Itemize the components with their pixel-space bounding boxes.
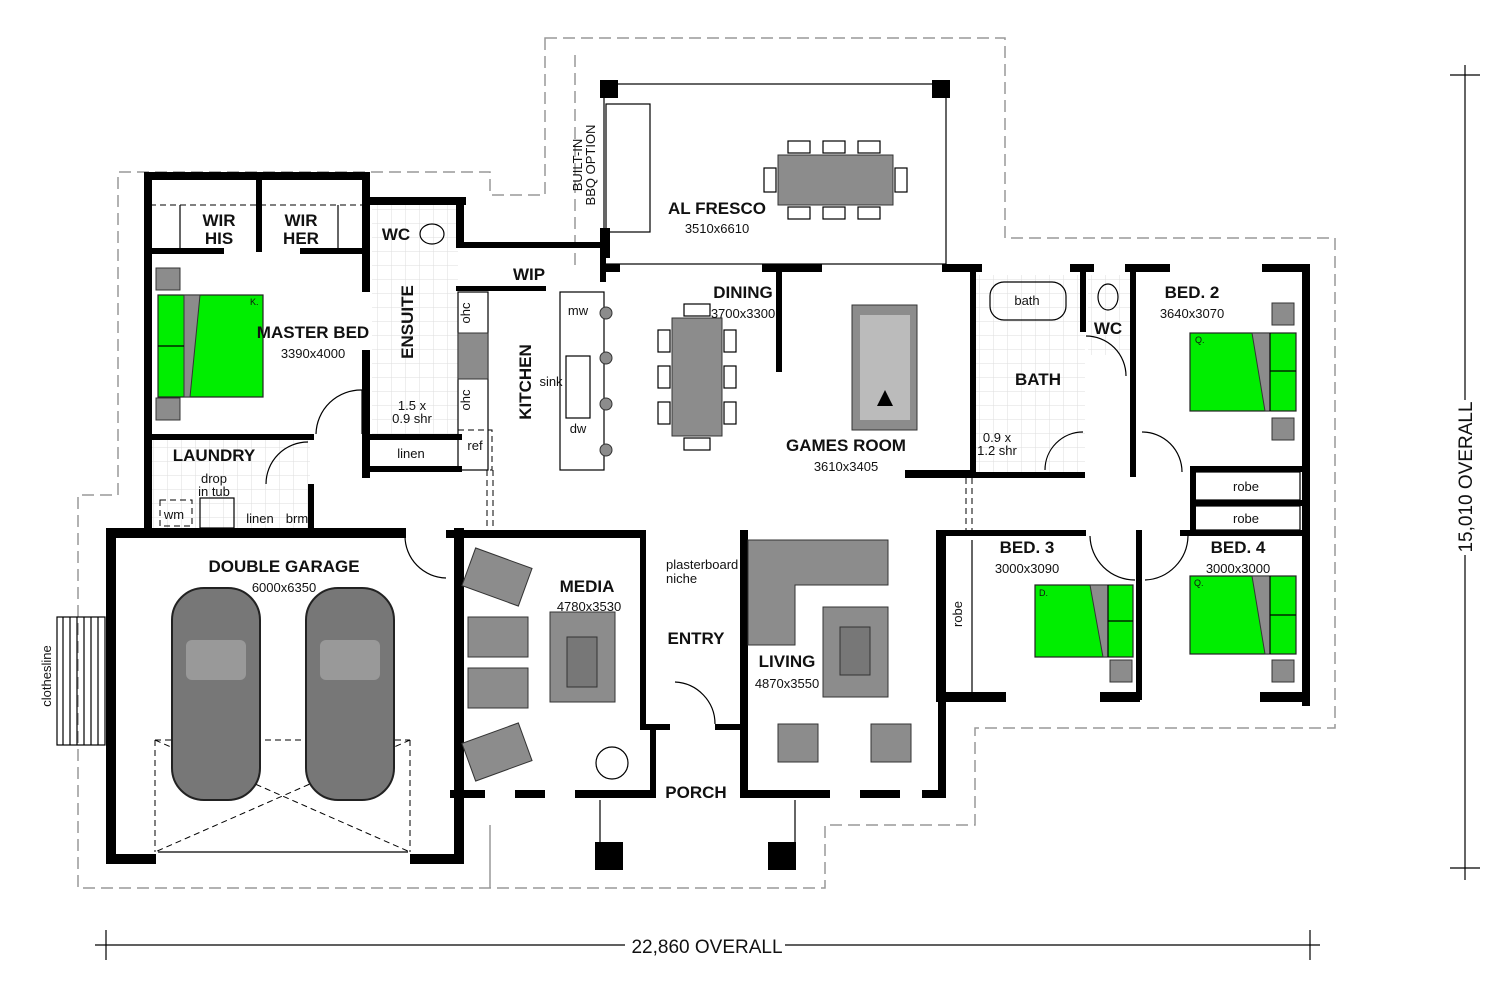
- bbq-label-1: BUILT-IN: [570, 139, 585, 192]
- kitchen-island: [457, 306, 613, 457]
- bath-shower-1: 0.9 x: [983, 430, 1012, 445]
- bed-tag: D.: [1039, 588, 1048, 598]
- bathtub-label: bath: [1014, 293, 1039, 308]
- sofa: [747, 539, 889, 646]
- bathtub: [989, 281, 1067, 321]
- kitchen-label: KITCHEN: [516, 344, 535, 420]
- robe-label: robe: [950, 601, 965, 627]
- ensuite-wc-label: WC: [382, 225, 410, 244]
- laundry-linen-label: linen: [246, 511, 273, 526]
- bath-shower-2: 1.2 shr: [977, 443, 1017, 458]
- living-size: 4870x3550: [755, 676, 819, 691]
- eave-outline: [77, 37, 1336, 889]
- bed-double-bed3: [1034, 584, 1134, 658]
- laundry-label: LAUNDRY: [173, 446, 256, 465]
- hall-linen-label: linen: [397, 446, 424, 461]
- wc-label: WC: [1094, 319, 1122, 338]
- dw-label: dw: [570, 421, 587, 436]
- alfresco-label: AL FRESCO: [668, 199, 766, 218]
- bed-tag: K.: [250, 297, 259, 307]
- tub-label-1: drop: [201, 471, 227, 486]
- ohc-label: ohc: [458, 302, 473, 323]
- bed-tag: Q.: [1194, 578, 1204, 588]
- wir-his-label-2: HIS: [205, 229, 233, 248]
- wir-her-label-2: HER: [283, 229, 319, 248]
- alfresco-size: 3510x6610: [685, 221, 749, 236]
- niche-label-2: niche: [666, 571, 697, 586]
- clothesline-frame: [56, 616, 106, 746]
- plant: [595, 746, 629, 780]
- wet-area-floors: [150, 205, 1132, 528]
- car-right: [305, 587, 395, 801]
- media-label: MEDIA: [560, 577, 615, 596]
- overall-width-label: 22,860 OVERALL: [631, 937, 782, 958]
- cooktop: [457, 332, 489, 380]
- armchair: [777, 723, 819, 763]
- living-label: LIVING: [759, 652, 816, 671]
- bath-label: BATH: [1015, 370, 1061, 389]
- entry-label: ENTRY: [668, 629, 726, 648]
- bed-king: [157, 294, 264, 398]
- master-bed-size: 3390x4000: [281, 346, 345, 361]
- brm-label: brm: [286, 511, 308, 526]
- master-bed-label: MASTER BED: [257, 323, 369, 342]
- coffee-table: [839, 626, 871, 676]
- thin-lines: [150, 83, 1301, 853]
- mw-label: mw: [568, 303, 589, 318]
- ref-label: ref: [467, 438, 483, 453]
- dining-label: DINING: [713, 283, 773, 302]
- bed-queen-bed4: [1189, 575, 1297, 655]
- furniture: [56, 103, 1297, 801]
- bbq-label-2: BBQ OPTION: [583, 125, 598, 206]
- wip-label: WIP: [513, 265, 545, 284]
- bedside-table: [155, 397, 181, 421]
- ensuite-shower-2: 0.9 shr: [392, 411, 432, 426]
- dining-size: 3700x3300: [711, 306, 775, 321]
- ensuite-shower-1: 1.5 x: [398, 398, 427, 413]
- bed3-label: BED. 3: [1000, 538, 1055, 557]
- car-left: [171, 587, 261, 801]
- bed4-label: BED. 4: [1211, 538, 1266, 557]
- bed3-size: 3000x3090: [995, 561, 1059, 576]
- bed-tag: Q.: [1195, 335, 1205, 345]
- garage-label: DOUBLE GARAGE: [208, 557, 359, 576]
- media-size: 4780x3530: [557, 599, 621, 614]
- niche-label-1: plasterboard: [666, 557, 738, 572]
- bed2-size: 3640x3070: [1160, 306, 1224, 321]
- sink-label: sink: [539, 374, 563, 389]
- bed2-label: BED. 2: [1165, 283, 1220, 302]
- overall-depth-label: 15,010 OVERALL: [1456, 401, 1477, 552]
- robe-label: robe: [1233, 511, 1259, 526]
- ensuite-label: ENSUITE: [398, 285, 417, 359]
- wm-label: wm: [163, 507, 184, 522]
- wir-his-label-1: WIR: [202, 211, 235, 230]
- pool-table: [851, 304, 918, 431]
- toilet: [419, 223, 445, 245]
- bed4-size: 3000x3000: [1206, 561, 1270, 576]
- wir-her-label-1: WIR: [284, 211, 317, 230]
- games-room-label: GAMES ROOM: [786, 436, 906, 455]
- dimension-lines: [95, 65, 1480, 960]
- games-room-size: 3610x3405: [814, 459, 878, 474]
- porch-label: PORCH: [665, 783, 726, 802]
- alfresco-dining-table: [763, 140, 908, 220]
- bedside-table: [155, 267, 181, 291]
- ohc-label: ohc: [458, 389, 473, 410]
- media-table: [566, 636, 598, 688]
- bbq-bench: [605, 103, 651, 233]
- bed-queen-bed2: [1189, 332, 1297, 412]
- dining-table: [657, 303, 737, 451]
- recliners: [461, 547, 533, 782]
- clothesline-label: clothesline: [39, 645, 54, 706]
- tub-label-2: in tub: [198, 484, 230, 499]
- robe-label: robe: [1233, 479, 1259, 494]
- labels: AL FRESCO 3510x6610 BUILT-IN BBQ OPTION …: [39, 125, 1477, 958]
- walls: [106, 80, 1310, 870]
- garage-size: 6000x6350: [252, 580, 316, 595]
- toilet: [1097, 283, 1119, 311]
- armchair: [870, 723, 912, 763]
